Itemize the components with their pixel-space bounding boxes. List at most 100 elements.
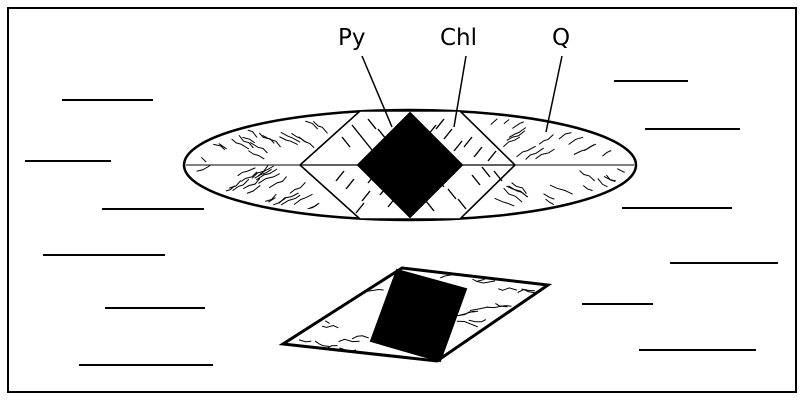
chlorite-flake [361,190,371,202]
quartz-fibre [321,324,339,329]
quartz-fibre [516,145,536,158]
upper-pressure-shadow [182,55,638,222]
quartz-fibre [231,138,250,150]
quartz-fibre [549,184,573,195]
quartz-fibre [503,136,521,148]
quartz-fibre [440,274,453,279]
pyrite-crystal-upper [356,111,464,219]
quartz-fibre [476,280,496,284]
quartz-fibre [232,178,250,192]
chlorite-flake [471,174,481,186]
quartz-fibre [254,168,272,179]
quartz-fibre [535,148,555,160]
quartz-fibre [251,165,269,179]
quartz-fibre [280,131,301,143]
chlorite-flake [443,128,453,140]
chlorite-flake [481,166,491,178]
quartz-fibre [503,187,523,203]
chlorite-flake [457,198,467,210]
quartz-fibre [248,150,265,160]
quartz-fibre [196,165,211,172]
quartz-fibre [246,184,261,194]
lower-pressure-shadow [278,266,553,363]
quartz-fibre [602,150,612,157]
quartz-fibre [265,193,277,202]
quartz-fibre [229,180,242,189]
chlorite-flake [335,170,345,182]
quartz-fibre [486,305,508,309]
quartz-fibres-lower [298,274,535,352]
chlorite-label: Chl [440,25,478,51]
quartz-fibre [508,127,527,138]
quartz-fibre [490,118,498,125]
chlorite-flake [367,118,377,130]
chlorite-flake [453,140,463,152]
quartz-fibre [298,339,312,343]
quartz-fibre [242,136,256,144]
quartz-fibre [312,120,328,134]
quartz-fibre [262,134,281,148]
chlorite-flake [435,118,445,130]
foliation-lines [25,80,778,366]
quartz-fibre [495,302,512,307]
quartz-fibre [525,147,544,160]
chlorite-leader-line [453,55,467,128]
quartz-fibre [494,197,515,207]
chlorite-flake [351,124,361,136]
quartz-fibre [247,129,258,138]
quartz-fibre [511,182,527,194]
pyrite-leader-line [361,55,393,128]
quartz-fibre [324,320,330,324]
quartz-fibre [339,347,357,352]
quartz-fibre [512,121,524,129]
chlorite-flake [487,150,497,162]
chlorite-flake [355,202,365,214]
quartz-leader-line [545,55,563,133]
quartz-fibre [218,143,227,150]
chlorite-flake [341,136,351,148]
quartz-fibre [240,171,258,182]
quartz-fibre [279,136,299,146]
quartz-fibre [237,167,256,177]
quartz-fibre [538,134,554,145]
quartz-fibre [338,338,360,343]
quartz-fibre [258,132,275,144]
quartz-fibre [256,168,278,181]
quartz-fibre [366,288,384,292]
quartz-fibre [506,185,528,198]
quartz-fibre [273,197,287,206]
chlorite-flake [463,136,473,148]
chlorite-flake [359,134,369,146]
quartz-fibre [579,170,596,182]
quartz-fibre [307,203,319,210]
quartz-fibre [200,156,207,163]
quartz-fibre [568,136,584,145]
quartz-fibre [238,135,254,149]
pyrite-crystal-lower [369,268,468,363]
quartz-label: Q [552,25,571,51]
quartz-fibre [503,119,510,125]
quartz-fibre [470,306,489,311]
quartz-fibre [289,182,306,194]
chlorite-flake [473,146,483,158]
pyrite-label: Py [338,25,366,51]
quartz-fibre [456,320,478,328]
quartz-fibre [314,340,330,347]
quartz-fibre [213,143,226,151]
quartz-fibre [458,310,479,316]
chlorite-flake [447,188,457,200]
quartz-fibre [258,173,280,184]
quartz-fibre [326,345,338,349]
quartz-fibre [597,178,608,188]
quartz-fibre [280,194,301,206]
quartz-fibres-upper [186,118,634,210]
quartz-fibre [351,335,369,340]
chlorite-flake [493,170,503,182]
quartz-fibre [616,168,625,173]
quartz-fibre [545,198,555,206]
quartz-fibre [517,289,535,294]
quartz-fibre [291,132,307,144]
quartz-fibre [468,319,487,323]
quartz-fibre [249,141,268,154]
